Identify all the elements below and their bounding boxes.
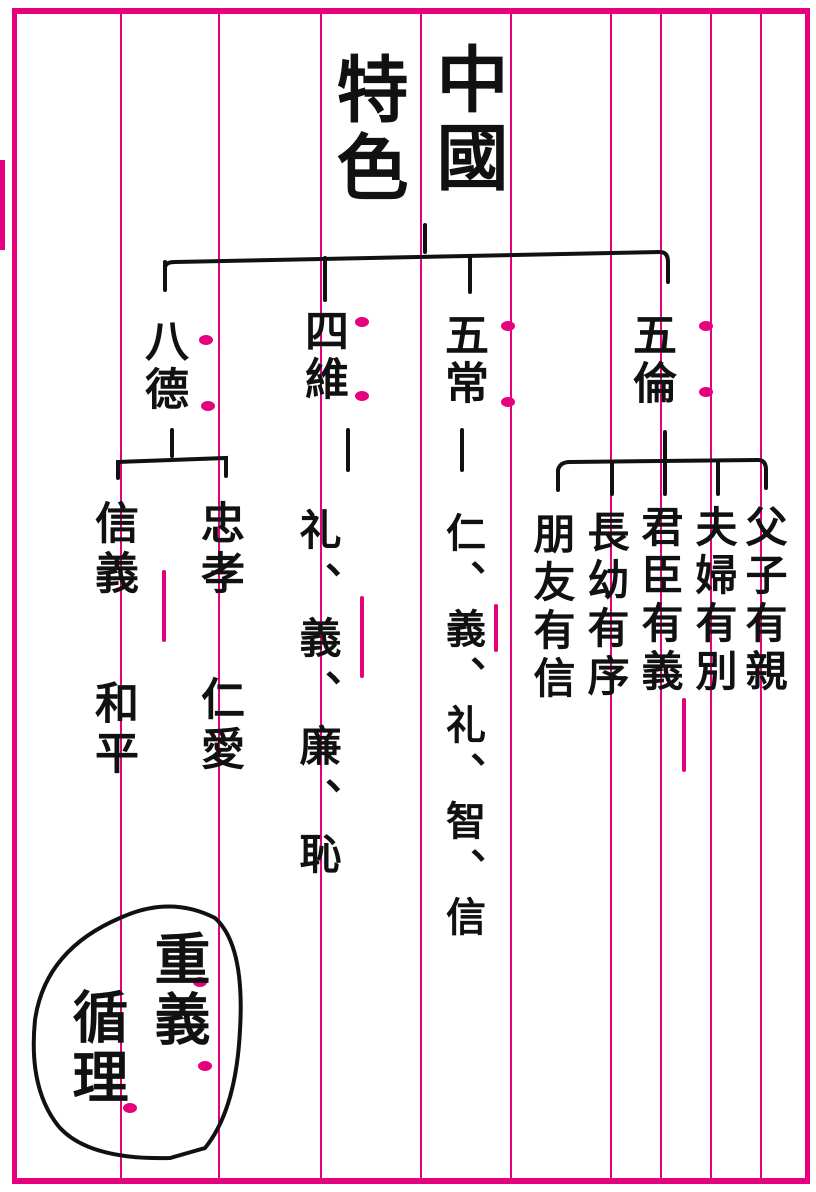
rule-line — [510, 12, 512, 1180]
virtue-item: 和平 — [87, 680, 138, 780]
relation-item: 父子有親 — [739, 505, 788, 697]
pink-marks — [123, 317, 713, 1113]
rule-line — [320, 12, 322, 1180]
category-five-constants: 五常 — [437, 312, 488, 408]
relation-item: 君臣有義 — [635, 505, 684, 697]
category-eight-virtues: 八德 — [137, 318, 188, 414]
left-border — [12, 8, 17, 1184]
rule-line — [420, 12, 422, 1180]
category-five-relations: 五倫 — [625, 312, 676, 408]
five-constants-list: 仁、義、礼、智、信 — [439, 512, 486, 944]
top-border — [12, 8, 810, 14]
seal-line-1: 重義 — [145, 930, 211, 1050]
five-relations-bar — [556, 457, 768, 492]
rule-line — [120, 12, 122, 1180]
seal-outline — [31, 904, 243, 1161]
seal-line-2: 循理 — [63, 988, 129, 1108]
edge-marker — [0, 160, 5, 250]
relation-item: 長幼有序 — [581, 510, 630, 702]
title-line-2: 特色 — [324, 52, 409, 208]
rule-line — [710, 12, 712, 1180]
eight-virtues-bar — [116, 455, 228, 480]
four-bonds-list: 礼、義、廉、恥 — [293, 508, 342, 886]
title-line-1: 中國 — [424, 42, 509, 198]
main-bar — [163, 249, 670, 284]
rule-line — [660, 12, 662, 1180]
rule-line — [610, 12, 612, 1180]
rule-line — [760, 12, 762, 1180]
category-four-bonds: 四維 — [297, 308, 348, 404]
bottom-border — [12, 1178, 810, 1184]
rule-line — [218, 12, 220, 1180]
virtue-item: 信義 — [87, 500, 138, 600]
relation-item: 朋友有信 — [527, 512, 576, 704]
right-border — [805, 8, 810, 1184]
relation-item: 夫婦有別 — [689, 505, 738, 697]
virtue-item: 忠孝 — [193, 500, 244, 600]
virtue-item: 仁愛 — [193, 676, 244, 776]
